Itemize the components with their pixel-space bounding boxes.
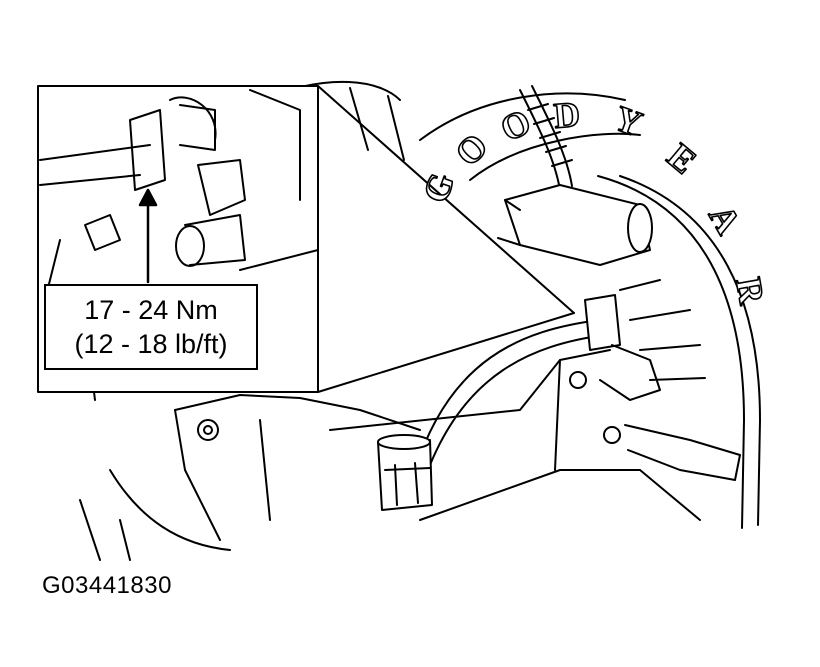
torque-spec-lbft: (12 - 18 lb/ft) xyxy=(74,329,228,359)
tire-letter: G xyxy=(415,168,462,208)
tire-letter: Y xyxy=(609,98,647,144)
tire-letter: R xyxy=(728,274,772,308)
tire-letter: E xyxy=(660,135,704,181)
torque-spec-nm: 17 - 24 Nm xyxy=(84,295,218,325)
tire-letter: D xyxy=(552,94,581,136)
steering-knuckle xyxy=(174,349,701,541)
brake-hose xyxy=(519,85,573,191)
fluid-container xyxy=(377,434,433,511)
caliper-housing xyxy=(497,184,653,266)
bleeder-fitting xyxy=(569,294,741,481)
bleeder-tube xyxy=(414,319,606,471)
tire-letter: A xyxy=(701,198,749,241)
torque-arrow xyxy=(138,188,158,284)
figure-id: G03441830 xyxy=(42,572,172,599)
torque-spec-callout: 17 - 24 Nm (12 - 18 lb/ft) xyxy=(44,284,258,370)
